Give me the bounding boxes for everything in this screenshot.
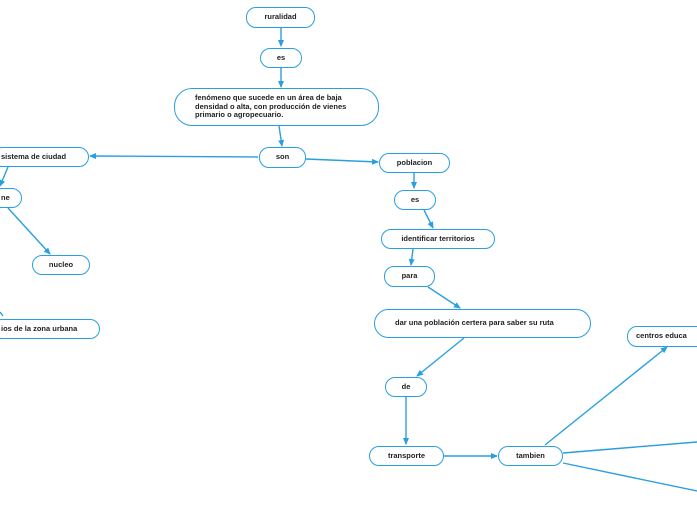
- node-son[interactable]: son: [259, 147, 306, 168]
- link-tambien-right2: [562, 462, 697, 492]
- node-dar-poblacion[interactable]: dar una población certera para saber su …: [374, 309, 591, 338]
- node-label: dar una población certera para saber su …: [395, 318, 554, 328]
- node-label: transporte: [387, 450, 426, 460]
- link-es-identificar: [423, 209, 434, 229]
- node-centros-educa[interactable]: centros educa: [627, 326, 697, 347]
- node-identificar-territorios[interactable]: identificar territorios: [381, 229, 495, 249]
- link-stub-zona: [0, 311, 4, 317]
- node-fenomeno[interactable]: fenómeno que sucede en un área de baja d…: [174, 88, 379, 126]
- node-label: ruralidad: [264, 12, 297, 22]
- node-label: ios de la zona urbana: [1, 323, 78, 333]
- node-label: son: [275, 152, 290, 162]
- node-label: centros educa: [636, 331, 687, 341]
- link-ne-nucleo: [7, 207, 51, 255]
- node-tambien[interactable]: tambien: [498, 446, 563, 466]
- link-para-dar: [427, 286, 461, 309]
- link-son-sistema: [89, 153, 259, 160]
- link-sistema-ne: [0, 166, 9, 187]
- node-label: para: [401, 271, 418, 281]
- link-identificar-para: [408, 248, 415, 266]
- node-ne[interactable]: ne: [0, 188, 22, 208]
- node-label: identificar territorios: [401, 233, 475, 243]
- node-label: sistema de ciudad: [1, 151, 67, 161]
- node-zona-urbana[interactable]: ios de la zona urbana: [0, 319, 100, 339]
- node-label: tambien: [516, 450, 545, 460]
- node-es-1[interactable]: es: [260, 48, 302, 68]
- link-son-poblacion: [305, 158, 379, 165]
- link-tambien-centros: [544, 346, 668, 446]
- node-label: es: [410, 194, 420, 204]
- node-es-2[interactable]: es: [394, 190, 436, 210]
- link-tambien-right1: [562, 441, 697, 454]
- node-label: ne: [1, 192, 10, 202]
- node-label: es: [276, 52, 286, 62]
- node-ruralidad[interactable]: ruralidad: [246, 7, 315, 28]
- node-label: poblacion: [396, 157, 433, 167]
- node-nucleo[interactable]: nucleo: [32, 255, 90, 275]
- node-label: de: [401, 381, 411, 391]
- node-label: nucleo: [48, 259, 74, 269]
- node-label: fenómeno que sucede en un área de baja d…: [195, 93, 347, 120]
- node-de[interactable]: de: [385, 377, 427, 397]
- node-para[interactable]: para: [384, 266, 435, 287]
- node-sistema-de-ciudad[interactable]: sistema de ciudad: [0, 147, 89, 167]
- link-dar-de: [416, 337, 465, 377]
- link-fenomeno-son: [278, 125, 285, 147]
- node-poblacion[interactable]: poblacion: [379, 153, 450, 173]
- node-transporte[interactable]: transporte: [369, 446, 444, 466]
